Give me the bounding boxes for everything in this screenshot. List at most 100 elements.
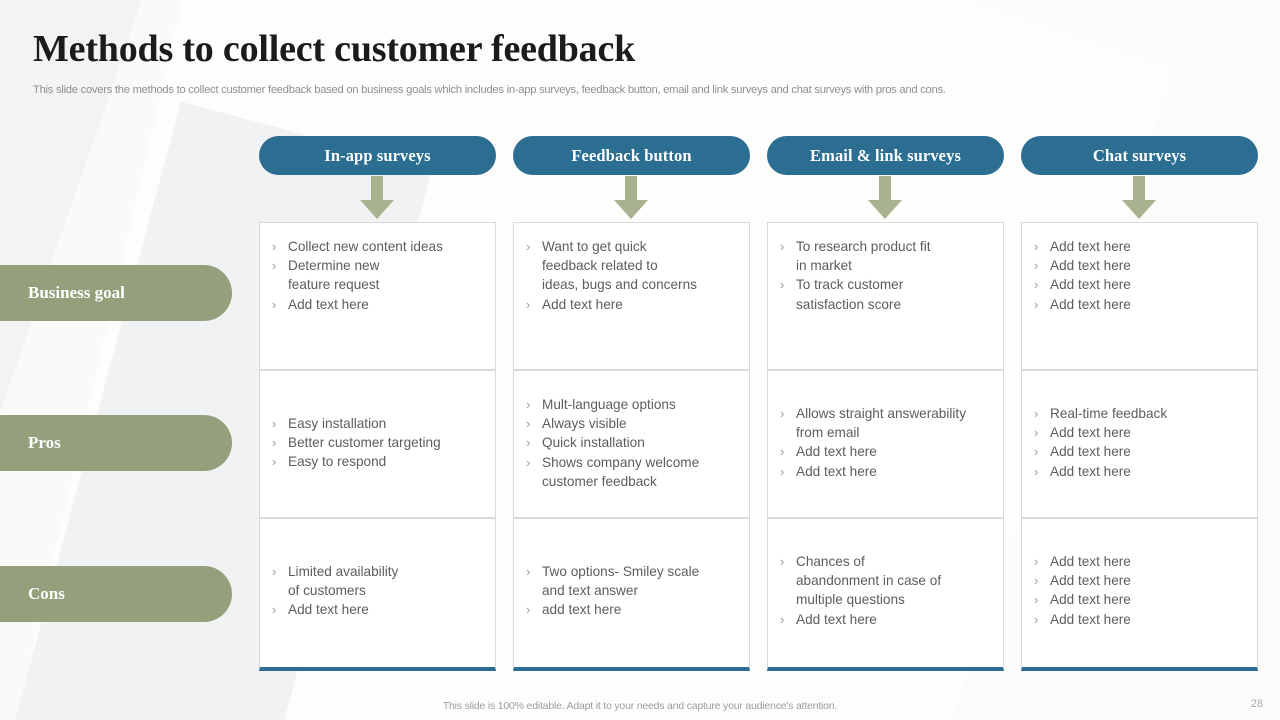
- chevron-right-icon: ›: [526, 435, 531, 451]
- bullet-text: satisfaction score: [796, 296, 902, 312]
- cell-business-goal-feedback-button[interactable]: ›Want to get quick›feedback related to›i…: [513, 222, 750, 370]
- bullet-item: › Two options- Smiley scale: [526, 562, 737, 581]
- bullet-item: ›Add text here: [1034, 571, 1245, 590]
- cell-pros-email-link-surveys[interactable]: ›Allows straight answerability›from emai…: [767, 370, 1004, 518]
- bullet-item: ›Better customer targeting: [272, 433, 483, 452]
- bullet-text: Add text here: [796, 463, 877, 479]
- bullet-item: › Quick installation: [526, 433, 737, 452]
- column-header-chat-surveys[interactable]: Chat surveys: [1021, 136, 1258, 175]
- bullet-text: ideas, bugs and concerns: [542, 277, 697, 293]
- column-header-feedback-button[interactable]: Feedback button: [513, 136, 750, 175]
- cell-cons-feedback-button[interactable]: ›Two options- Smiley scale›and text answ…: [513, 518, 750, 671]
- down-arrow-icon-2: [612, 176, 650, 220]
- bullet-text: Real-time feedback: [1050, 406, 1168, 421]
- bullet-item: › Easy to respond: [272, 452, 483, 471]
- cell-business-goal-email-link-surveys[interactable]: ›To research product fit› in market›To t…: [767, 222, 1004, 370]
- cell-cons-in-app-surveys[interactable]: ›Limited availability›of customers›Add t…: [259, 518, 496, 671]
- bullet-text: Add text here: [542, 296, 623, 312]
- bullet-text: customer feedback: [542, 473, 657, 489]
- bullet-text: Add text here: [1050, 554, 1131, 569]
- chevron-right-icon: ›: [1034, 406, 1039, 421]
- bullet-item: ›Add text here: [1034, 256, 1245, 275]
- chevron-right-icon: ›: [1034, 258, 1039, 274]
- bullet-item: ›Add text here: [1034, 462, 1245, 481]
- bullet-item: ›Allows straight answerability: [780, 404, 991, 423]
- bullet-text: Add text here: [796, 444, 877, 460]
- bullet-text: Quick installation: [542, 435, 645, 451]
- bullet-text: Mult-language options: [542, 397, 676, 412]
- bullet-item: ›Add text here: [272, 295, 483, 314]
- bullet-item: ›and text answer: [526, 581, 737, 600]
- column-header-email-link-surveys[interactable]: Email & link surveys: [767, 136, 1004, 175]
- bullet-item: ›Chances of: [780, 552, 991, 571]
- cell-cons-chat-surveys[interactable]: ›Add text here›Add text here›Add text he…: [1021, 518, 1258, 671]
- bullet-text: Easy to respond: [288, 454, 387, 470]
- bullet-text: Determine new: [288, 258, 380, 274]
- cell-pros-in-app-surveys[interactable]: ›Easy installation›Better customer targe…: [259, 370, 496, 518]
- bullet-item: ›Collect new content ideas: [272, 237, 483, 256]
- chevron-right-icon: ›: [1034, 573, 1039, 589]
- chevron-right-icon: ›: [780, 423, 796, 442]
- column-header-in-app-surveys[interactable]: In-app surveys: [259, 136, 496, 175]
- chevron-right-icon: ›: [272, 581, 288, 600]
- bullet-item: ›customer feedback: [526, 472, 737, 491]
- slide-title: Methods to collect customer feedback: [33, 28, 636, 70]
- bullet-item: ›Add text here: [780, 610, 991, 629]
- cell-content: ›Allows straight answerability›from emai…: [768, 371, 1003, 517]
- bullet-text: Always visible: [542, 416, 627, 432]
- bullet-text: Want to get quick: [542, 239, 647, 254]
- bullet-item: ›Add text here: [272, 600, 483, 619]
- bullet-text: Add text here: [288, 296, 369, 312]
- bullet-item: ›Add text here: [1034, 442, 1245, 461]
- bullet-text: Add text here: [1050, 592, 1131, 608]
- bullet-item: ›feedback related to: [526, 256, 737, 275]
- bullet-item: ›Add text here: [1034, 590, 1245, 609]
- bullet-text: Shows company welcome: [542, 454, 700, 470]
- cell-content: ›To research product fit› in market›To t…: [768, 223, 1003, 369]
- chevron-right-icon: ›: [780, 590, 796, 609]
- bullet-item: ›Always visible: [526, 414, 737, 433]
- bullet-item: ›Add text here: [1034, 275, 1245, 294]
- bullet-text: add text here: [542, 602, 622, 618]
- chevron-right-icon: ›: [526, 239, 531, 254]
- chevron-right-icon: ›: [526, 454, 531, 470]
- chevron-right-icon: ›: [780, 277, 785, 293]
- row-label-cons[interactable]: Cons: [0, 566, 232, 622]
- cell-content: › Mult-language options ›Always visible › Qu…: [514, 371, 749, 517]
- bullet-item: ›Add text here: [526, 295, 737, 314]
- chevron-right-icon: ›: [526, 564, 531, 579]
- bullet-item: ›feature request: [272, 275, 483, 294]
- cell-business-goal-chat-surveys[interactable]: ›Add text here›Add text here›Add text he…: [1021, 222, 1258, 370]
- cell-cons-email-link-surveys[interactable]: ›Chances of›abandonment in case of›multi…: [767, 518, 1004, 671]
- chevron-right-icon: ›: [1034, 239, 1039, 254]
- bullet-item: › in market: [780, 256, 991, 275]
- cell-pros-chat-surveys[interactable]: › Real-time feedback ›Add text here›Add te…: [1021, 370, 1258, 518]
- bullet-text: Add text here: [796, 611, 877, 627]
- cell-pros-feedback-button[interactable]: › Mult-language options ›Always visible › Qu…: [513, 370, 750, 518]
- chevron-right-icon: ›: [780, 239, 785, 254]
- row-label-pros[interactable]: Pros: [0, 415, 232, 471]
- cell-content: ›Limited availability›of customers›Add t…: [260, 519, 495, 667]
- chevron-right-icon: ›: [272, 454, 277, 470]
- bullet-text: Two options- Smiley scale: [542, 564, 700, 579]
- cell-business-goal-in-app-surveys[interactable]: ›Collect new content ideas›Determine new…: [259, 222, 496, 370]
- bullet-item: ›satisfaction score: [780, 295, 991, 314]
- bullet-item: ›Add text here: [1034, 610, 1245, 629]
- chevron-right-icon: ›: [272, 564, 277, 579]
- cell-content: › Real-time feedback ›Add text here›Add te…: [1022, 371, 1257, 517]
- bullet-text: Add text here: [288, 602, 369, 618]
- bullet-item: ›To track customer: [780, 275, 991, 294]
- bullet-item: ›abandonment in case of: [780, 571, 991, 590]
- bullet-text: Add text here: [1050, 239, 1131, 254]
- bullet-text: Collect new content ideas: [288, 239, 443, 254]
- bullet-item: ›multiple questions: [780, 590, 991, 609]
- chevron-right-icon: ›: [526, 581, 542, 600]
- row-label-business-goal[interactable]: Business goal: [0, 265, 232, 321]
- bullet-item: › Real-time feedback: [1034, 404, 1245, 423]
- chevron-right-icon: ›: [1034, 611, 1039, 627]
- chevron-right-icon: ›: [1034, 296, 1039, 312]
- bullet-item: ›Limited availability: [272, 562, 483, 581]
- cell-content: ›Add text here›Add text here›Add text he…: [1022, 519, 1257, 667]
- bullet-text: abandonment in case of: [796, 573, 942, 589]
- chevron-right-icon: ›: [526, 256, 542, 275]
